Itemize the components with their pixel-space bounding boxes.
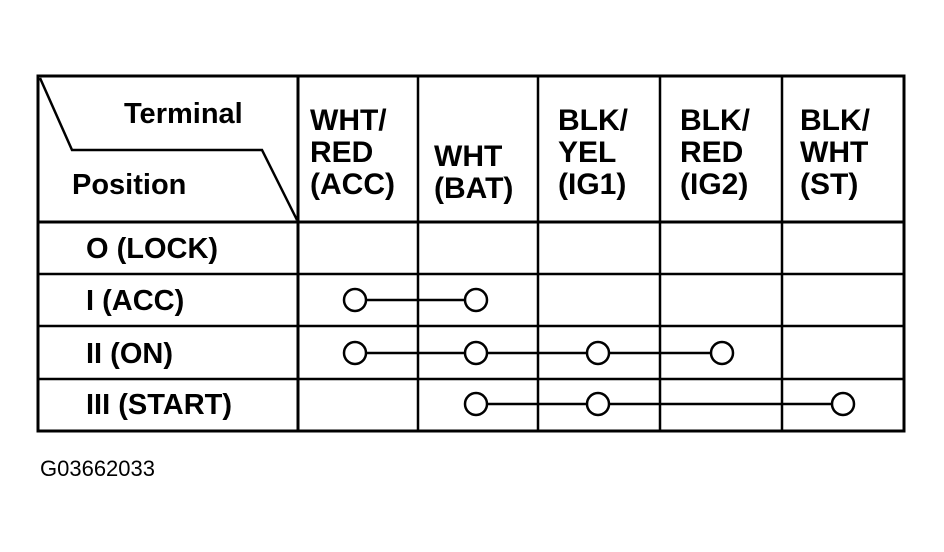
row-label-lock: O (LOCK) [86, 233, 218, 265]
row-label-on: II (ON) [86, 338, 173, 370]
figure-code: G03662033 [40, 456, 155, 481]
continuity-terminal-circle [342, 287, 368, 313]
column-header: BLK/ RED (IG2) [680, 104, 758, 201]
table-grid [36, 74, 906, 433]
continuity-terminal-circle [830, 391, 856, 417]
column-header: WHT (BAT) [434, 140, 513, 205]
terminal-label: Terminal [124, 98, 243, 130]
position-label: Position [72, 169, 186, 201]
corner-diagonal [38, 77, 299, 221]
table-border [36, 74, 906, 433]
row-label-acc: I (ACC) [86, 285, 184, 317]
continuity-terminal-circle [463, 391, 489, 417]
column-headers: WHT/ RED (ACC) WHT (BAT) BLK/ YEL (IG1) … [310, 104, 878, 205]
continuity-terminal-circle [463, 287, 489, 313]
continuity-terminal-circle [342, 340, 368, 366]
column-header: BLK/ YEL (IG1) [558, 104, 636, 201]
continuity-terminal-circle [463, 340, 489, 366]
continuity-terminal-circle [709, 340, 735, 366]
row-labels: O (LOCK) I (ACC) II (ON) III (START) [86, 233, 232, 421]
row-label-start: III (START) [86, 389, 232, 421]
continuity-terminal-circle [585, 391, 611, 417]
column-header: BLK/ WHT (ST) [800, 104, 878, 201]
continuity-marks [342, 287, 856, 417]
continuity-terminal-circle [585, 340, 611, 366]
column-header: WHT/ RED (ACC) [310, 104, 395, 201]
